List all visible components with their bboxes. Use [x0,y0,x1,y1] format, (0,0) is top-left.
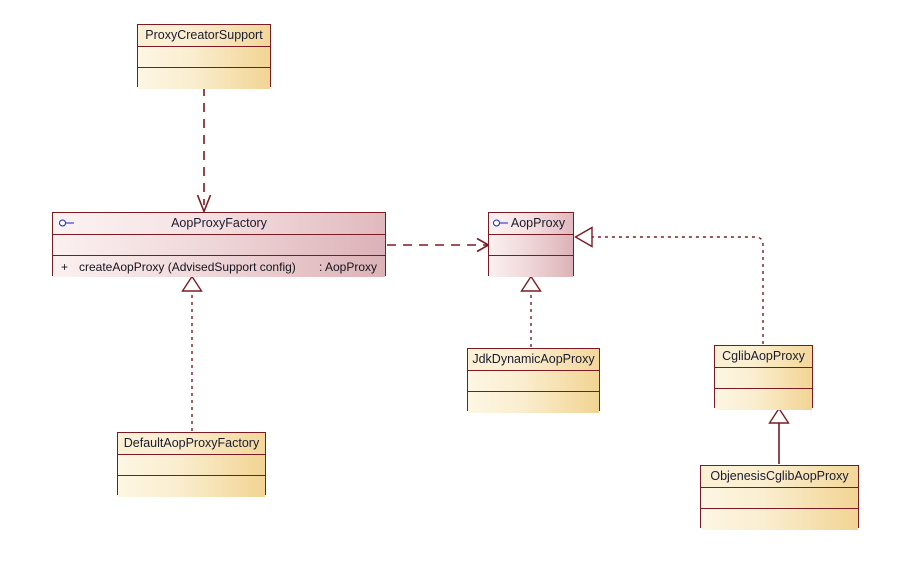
attributes-compartment [715,368,812,389]
connector-dependency-aopproxyfactory-aopproxy [387,237,491,253]
class-node-objenesis-cglib-aop-proxy[interactable]: ObjenesisCglibAopProxy [700,465,859,530]
interface-lollipop-icon [59,219,75,228]
class-name-label: ProxyCreatorSupport [145,28,263,42]
operations-compartment [118,476,265,497]
class-title-default-aop-proxy-factory: DefaultAopProxyFactory [118,433,265,455]
lollipop-stem [66,222,74,224]
class-node-default-aop-proxy-factory[interactable]: DefaultAopProxyFactory [117,432,266,497]
operation-row-create-aop-proxy: + createAopProxy (AdvisedSupport config)… [53,256,385,277]
lollipop-ball [59,219,66,226]
operations-compartment: + createAopProxy (AdvisedSupport config)… [53,256,385,277]
connector-generalization-objenesiscglibaopproxy-cglibaopproxy [768,407,790,464]
operations-compartment [701,509,858,530]
class-name-label: CglibAopProxy [722,349,805,363]
attributes-compartment [118,455,265,476]
operations-compartment [715,389,812,410]
operations-compartment [468,392,599,413]
lollipop-ball [493,219,500,226]
operations-compartment [489,256,573,277]
interface-lollipop-icon [493,219,509,228]
interface-node-aop-proxy-factory[interactable]: AopProxyFactory + createAopProxy (Advise… [52,212,386,277]
attributes-compartment [468,371,599,392]
class-name-label: JdkDynamicAopProxy [472,352,595,366]
class-title-cglib-aop-proxy: CglibAopProxy [715,346,812,368]
class-title-proxy-creator-support: ProxyCreatorSupport [138,25,270,47]
connector-dependency-proxycreatorsupport-aopproxyfactory [196,87,212,214]
connector-realization-cglibaopproxy-aopproxy [574,226,764,344]
interface-name-label: AopProxy [510,216,566,230]
class-title-jdk-dynamic-aop-proxy: JdkDynamicAopProxy [468,349,599,371]
interface-name-label: AopProxyFactory [171,216,267,230]
attributes-compartment [138,47,270,68]
connector-realization-jdkdynamicaopproxy-aopproxy [520,275,542,347]
lollipop-stem [500,222,508,224]
interface-title-aop-proxy: AopProxy [489,213,573,235]
attributes-compartment [701,488,858,509]
attributes-compartment [53,235,385,256]
class-node-jdk-dynamic-aop-proxy[interactable]: JdkDynamicAopProxy [467,348,600,413]
interface-node-aop-proxy[interactable]: AopProxy [488,212,574,277]
operation-visibility: + [61,259,69,274]
operations-compartment [138,68,270,89]
operation-return-type: : AopProxy [318,259,377,274]
interface-title-aop-proxy-factory: AopProxyFactory [53,213,385,235]
operation-signature: createAopProxy (AdvisedSupport config) [79,259,296,274]
connector-realization-defaultaopproxyfactory-aopproxyfactory [181,275,203,431]
class-node-cglib-aop-proxy[interactable]: CglibAopProxy [714,345,813,410]
class-node-proxy-creator-support[interactable]: ProxyCreatorSupport [137,24,271,89]
class-title-objenesis-cglib-aop-proxy: ObjenesisCglibAopProxy [701,466,858,488]
class-name-label: ObjenesisCglibAopProxy [710,469,849,483]
attributes-compartment [489,235,573,256]
class-name-label: DefaultAopProxyFactory [123,436,260,450]
